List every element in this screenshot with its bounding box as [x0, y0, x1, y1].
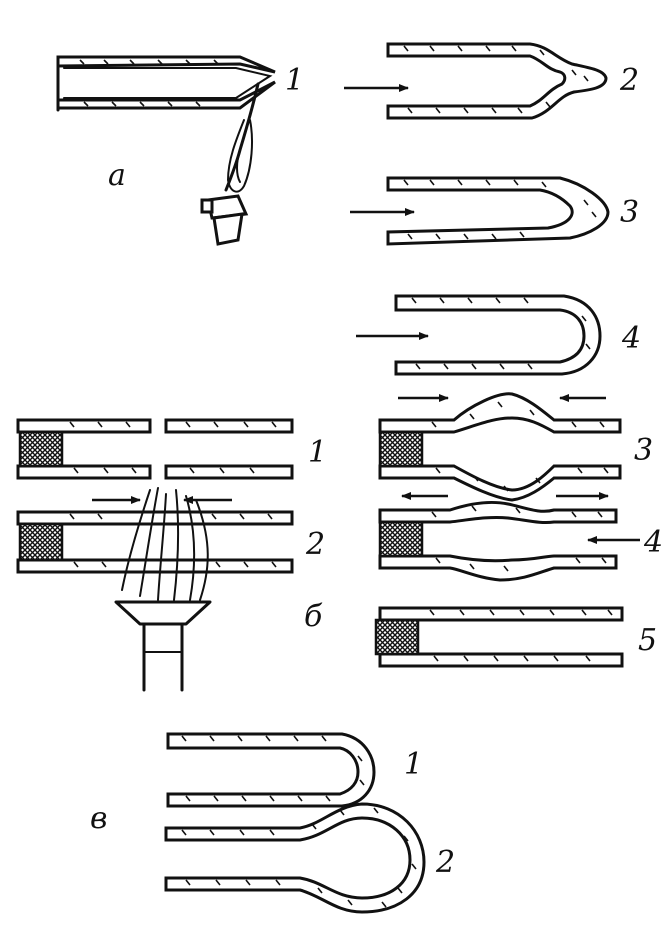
step-label-a4: 4 — [621, 321, 641, 356]
group-v: 1 в 2 — [90, 732, 455, 914]
tube-a4 — [356, 294, 602, 376]
step-label-a3: 3 — [620, 195, 639, 230]
step-label-b1: 1 — [308, 435, 327, 470]
group-letter-v: в — [90, 801, 107, 836]
step-label-v1: 1 — [404, 747, 423, 782]
step-label-a1: 1 — [285, 63, 304, 98]
tube-b3 — [378, 392, 622, 502]
group-letter-a: а — [108, 158, 126, 193]
tube-a3 — [350, 176, 610, 246]
step-label-a2: 2 — [619, 63, 639, 98]
step-label-b5: 5 — [638, 623, 657, 658]
tube-b5 — [374, 606, 624, 668]
tube-a2 — [344, 42, 608, 120]
group-b: 1 — [16, 392, 663, 692]
group-letter-b: б — [304, 599, 323, 634]
burner-b — [114, 487, 212, 692]
burner-a — [200, 82, 260, 246]
step-label-v2: 2 — [435, 845, 455, 880]
step-label-b2: 2 — [305, 527, 325, 562]
step-label-b3: 3 — [634, 433, 653, 468]
group-a: 1 а 2 3 — [56, 42, 641, 376]
tube-a1 — [56, 55, 276, 246]
tube-v1 — [166, 732, 376, 808]
tube-b1 — [16, 418, 294, 480]
step-label-b4: 4 — [643, 525, 663, 560]
tube-v2 — [164, 802, 426, 914]
tube-b4 — [378, 492, 640, 582]
tube-b2 — [16, 487, 294, 692]
